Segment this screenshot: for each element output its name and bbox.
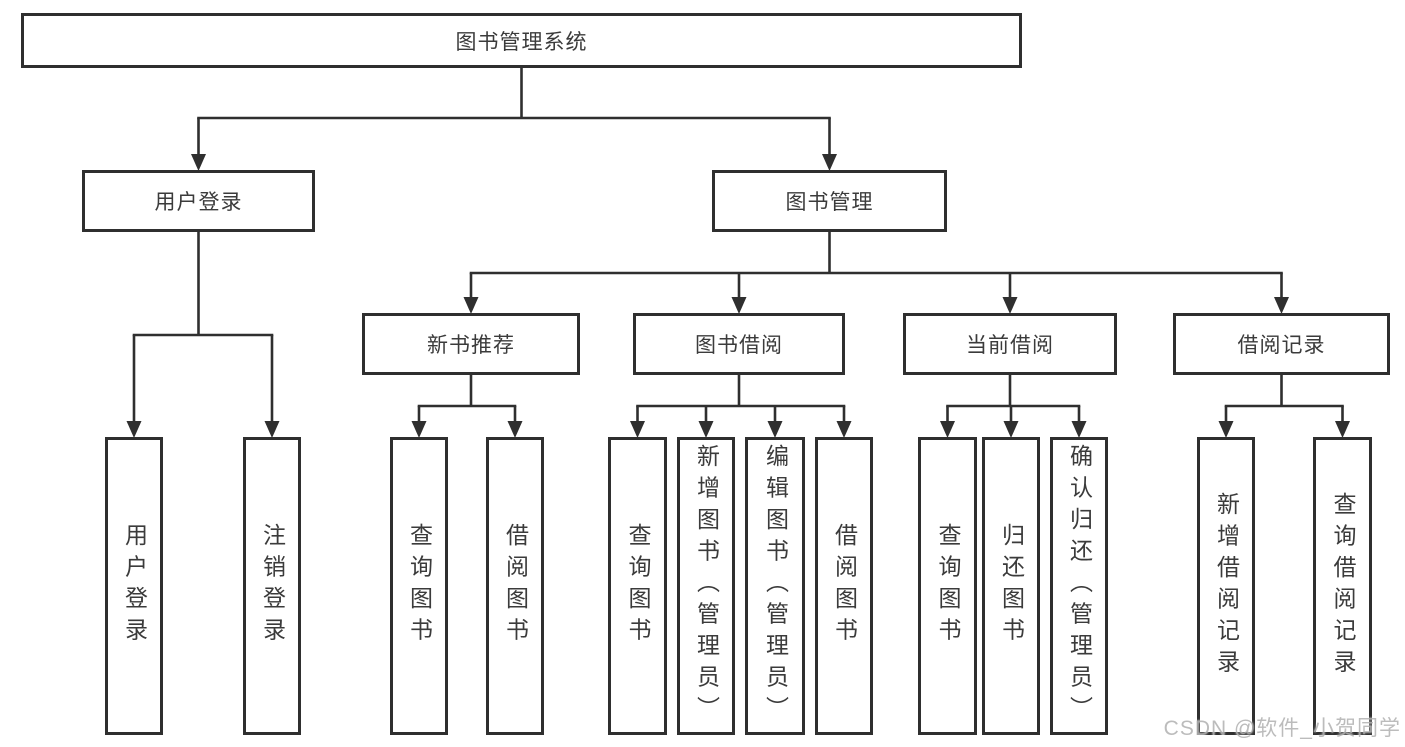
node-leaf-br-query: 查询借阅记录 bbox=[1313, 437, 1372, 735]
node-leaf-br-add: 新增借阅记录 bbox=[1197, 437, 1255, 735]
node-label-leaf-cb-return: 归还图书 bbox=[998, 523, 1025, 649]
node-label-leaf-br-add: 新增借阅记录 bbox=[1213, 491, 1240, 681]
node-label-new-book-rec: 新书推荐 bbox=[427, 334, 515, 357]
node-leaf-cb-return: 归还图书 bbox=[982, 437, 1040, 735]
node-label-borrow-record: 借阅记录 bbox=[1237, 334, 1326, 357]
node-label-root: 图书管理系统 bbox=[455, 30, 588, 54]
node-label-leaf-bb-edit: 编辑图书（管理员） bbox=[762, 444, 789, 728]
node-leaf-rec-query: 查询图书 bbox=[390, 437, 448, 735]
arrowhead-icon bbox=[1218, 421, 1234, 438]
node-label-leaf-rec-query: 查询图书 bbox=[406, 523, 433, 649]
node-new-book-rec: 新书推荐 bbox=[362, 313, 580, 375]
node-label-leaf-cb-query: 查询图书 bbox=[935, 523, 961, 649]
node-current-borrow: 当前借阅 bbox=[903, 313, 1117, 375]
node-label-leaf-cb-confirm: 确认归还（管理员） bbox=[1066, 444, 1093, 728]
arrowhead-icon bbox=[126, 421, 142, 438]
node-book-mgmt: 图书管理 bbox=[712, 170, 947, 232]
node-leaf-cb-confirm: 确认归还（管理员） bbox=[1050, 437, 1108, 735]
arrowhead-icon bbox=[463, 297, 479, 314]
node-label-leaf-rec-borrow: 借阅图书 bbox=[502, 523, 529, 649]
arrowhead-icon bbox=[507, 421, 523, 438]
node-leaf-user-login: 用户登录 bbox=[105, 437, 163, 735]
node-leaf-bb-borrow: 借阅图书 bbox=[815, 437, 873, 735]
arrowhead-icon bbox=[836, 421, 852, 438]
arrowhead-icon bbox=[940, 421, 955, 438]
arrowhead-icon bbox=[698, 421, 714, 438]
node-label-current-borrow: 当前借阅 bbox=[966, 334, 1054, 357]
node-leaf-rec-borrow: 借阅图书 bbox=[486, 437, 544, 735]
arrowhead-icon bbox=[767, 421, 783, 438]
arrowhead-icon bbox=[1002, 297, 1018, 314]
node-label-leaf-bb-query: 查询图书 bbox=[625, 523, 651, 649]
watermark-text: CSDN @软件_小贺同学 bbox=[1163, 717, 1401, 740]
node-label-user-login: 用户登录 bbox=[154, 191, 243, 214]
arrowhead-icon bbox=[1335, 421, 1350, 438]
arrowhead-icon bbox=[630, 421, 645, 438]
arrowhead-icon bbox=[822, 154, 837, 171]
node-user-login: 用户登录 bbox=[82, 170, 315, 232]
node-label-leaf-bb-borrow: 借阅图书 bbox=[831, 523, 858, 649]
arrowhead-icon bbox=[191, 154, 206, 171]
node-leaf-bb-edit: 编辑图书（管理员） bbox=[745, 437, 805, 735]
node-leaf-cb-query: 查询图书 bbox=[918, 437, 977, 735]
node-label-leaf-user-login: 用户登录 bbox=[121, 523, 148, 649]
node-leaf-bb-query: 查询图书 bbox=[608, 437, 667, 735]
arrowhead-icon bbox=[731, 297, 747, 314]
arrowhead-icon bbox=[411, 421, 427, 438]
node-label-leaf-bb-add: 新增图书（管理员） bbox=[693, 444, 720, 728]
node-label-leaf-logout: 注销登录 bbox=[259, 523, 286, 649]
arrowhead-icon bbox=[1274, 297, 1289, 314]
node-label-book-mgmt: 图书管理 bbox=[785, 191, 874, 214]
node-borrow-record: 借阅记录 bbox=[1173, 313, 1390, 375]
arrowhead-icon bbox=[1071, 421, 1087, 438]
node-root: 图书管理系统 bbox=[21, 13, 1022, 68]
arrowhead-icon bbox=[264, 421, 280, 438]
node-book-borrow: 图书借阅 bbox=[633, 313, 845, 375]
node-leaf-bb-add: 新增图书（管理员） bbox=[677, 437, 735, 735]
node-label-leaf-br-query: 查询借阅记录 bbox=[1330, 491, 1356, 681]
arrowhead-icon bbox=[1003, 421, 1019, 438]
node-label-book-borrow: 图书借阅 bbox=[695, 334, 783, 357]
node-leaf-logout: 注销登录 bbox=[243, 437, 301, 735]
